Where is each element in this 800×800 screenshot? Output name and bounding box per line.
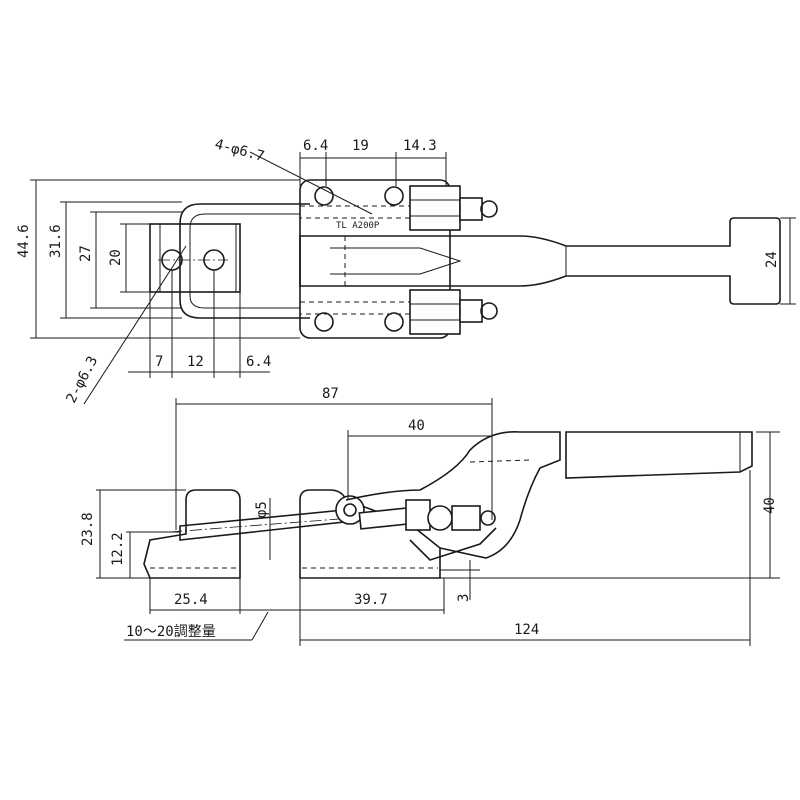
side-lever	[345, 431, 561, 559]
dim-44-6: 44.6	[16, 224, 32, 258]
side-nut	[405, 499, 431, 531]
side-view: 87 40 40 23.8 12.2 φ5 25.4 39.7 3	[80, 386, 780, 646]
hole-note-4: 4-φ6.7	[213, 136, 266, 165]
top-locknut-lower	[459, 299, 483, 323]
adjust-note: 10～20調整量	[126, 624, 216, 640]
top-nut-upper	[409, 185, 461, 231]
side-pivot	[335, 495, 365, 525]
dim-6-4-bottom: 6.4	[246, 354, 271, 370]
top-nut-lower	[409, 289, 461, 335]
dim-31-6: 31.6	[48, 224, 64, 258]
dim-24: 24	[764, 251, 780, 268]
dim-12-2: 12.2	[110, 532, 126, 566]
mount-hole-3	[314, 312, 334, 332]
side-hook	[143, 489, 241, 579]
top-locknut-upper	[459, 197, 483, 221]
dim-6-4-top: 6.4	[303, 138, 328, 154]
side-grip	[565, 431, 753, 479]
dim-12: 12	[187, 354, 204, 370]
dim-25-4: 25.4	[174, 592, 208, 608]
dim-23-8: 23.8	[80, 512, 96, 546]
dim-3: 3	[456, 594, 472, 602]
side-locknut	[451, 505, 481, 531]
dim-39-7: 39.7	[354, 592, 388, 608]
mount-hole-1	[314, 186, 334, 206]
dim-14-3: 14.3	[403, 138, 437, 154]
dim-19: 19	[352, 138, 369, 154]
hole-note-2: 2-φ6.3	[63, 354, 101, 406]
top-hook	[179, 203, 310, 319]
dim-7: 7	[155, 354, 163, 370]
mount-hole-4	[384, 312, 404, 332]
dim-124: 124	[514, 622, 539, 638]
dim-87: 87	[322, 386, 339, 402]
top-view: TL A200P 6.4 19 14.3 4-φ6.7 44.6 31.6 27…	[16, 136, 796, 406]
stamp-text: TL A200P	[336, 221, 380, 231]
dim-40-right: 40	[762, 497, 778, 514]
dim-27: 27	[78, 245, 94, 262]
dim-40-top: 40	[408, 418, 425, 434]
top-hook-tip	[149, 223, 241, 293]
dim-20: 20	[108, 249, 124, 266]
dim-phi5: φ5	[254, 501, 270, 518]
mount-hole-2	[384, 186, 404, 206]
top-handle	[299, 217, 781, 305]
